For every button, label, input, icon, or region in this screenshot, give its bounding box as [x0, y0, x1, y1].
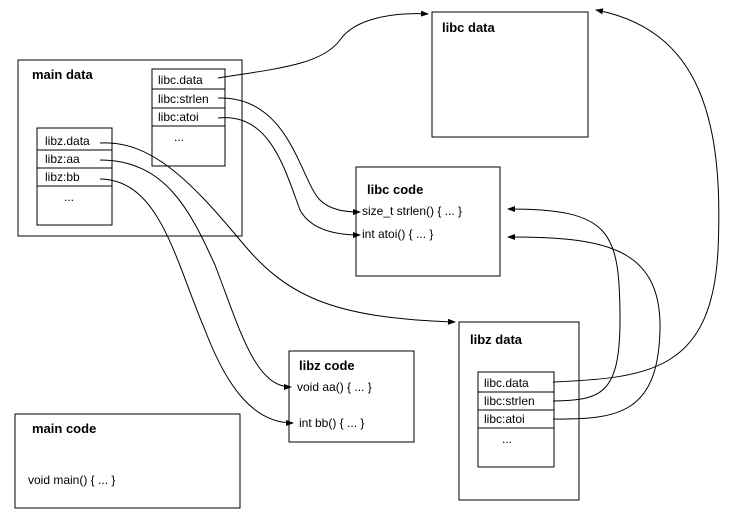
main-code-title: main code [32, 421, 96, 436]
connectors [99, 8, 720, 426]
main-data-title: main data [32, 67, 93, 82]
table-cell: libc:atoi [484, 412, 525, 426]
bb-function: int bb() { ... } [299, 416, 364, 430]
libc-data-box: libc data [431, 11, 589, 138]
table-cell: ... [502, 432, 512, 446]
arrow-main-libz-data [99, 142, 456, 325]
libz-libc-table: libc.data libc:strlen libc:atoi ... [477, 371, 555, 468]
table-cell: libz.data [45, 134, 90, 148]
strlen-function: size_t strlen() { ... } [362, 204, 462, 218]
main-libz-table: libz.data libz:aa libz:bb ... [36, 127, 113, 226]
libz-code-box: libz code void aa() { ... } int bb() { .… [288, 350, 415, 443]
libz-data-title: libz data [470, 332, 523, 347]
arrow-main-libc-data [217, 10, 429, 79]
arrow-libz-libc-data [552, 8, 720, 383]
arrow-main-bb [99, 178, 294, 426]
arrow-main-aa [99, 159, 292, 390]
arrow-libz-strlen [507, 206, 621, 402]
libc-code-box: libc code size_t strlen() { ... } int at… [355, 166, 501, 277]
atoi-function: int atoi() { ... } [362, 227, 433, 241]
libc-data-title: libc data [442, 20, 496, 35]
arrow-main-atoi [217, 117, 361, 238]
main-code-box: main code void main() { ... } [14, 413, 241, 509]
table-cell: libc.data [158, 73, 203, 87]
main-libc-table: libc.data libc:strlen libc:atoi ... [151, 68, 226, 167]
main-data-box: main data libc.data libc:strlen libc:ato… [17, 59, 243, 237]
table-cell: ... [174, 130, 184, 144]
table-cell: libc:strlen [158, 92, 209, 106]
table-cell: libz:bb [45, 170, 80, 184]
table-cell: libc:strlen [484, 394, 535, 408]
libc-code-title: libc code [367, 182, 423, 197]
table-cell: libz:aa [45, 152, 80, 166]
main-function: void main() { ... } [28, 473, 115, 487]
table-cell: ... [64, 190, 74, 204]
arrow-libz-atoi [507, 234, 661, 420]
aa-function: void aa() { ... } [297, 380, 372, 394]
arrow-main-strlen [217, 97, 361, 215]
libz-data-box: libz data libc.data libc:strlen libc:ato… [458, 321, 580, 501]
libz-code-title: libz code [299, 358, 355, 373]
table-cell: libc:atoi [158, 110, 199, 124]
table-cell: libc.data [484, 376, 529, 390]
